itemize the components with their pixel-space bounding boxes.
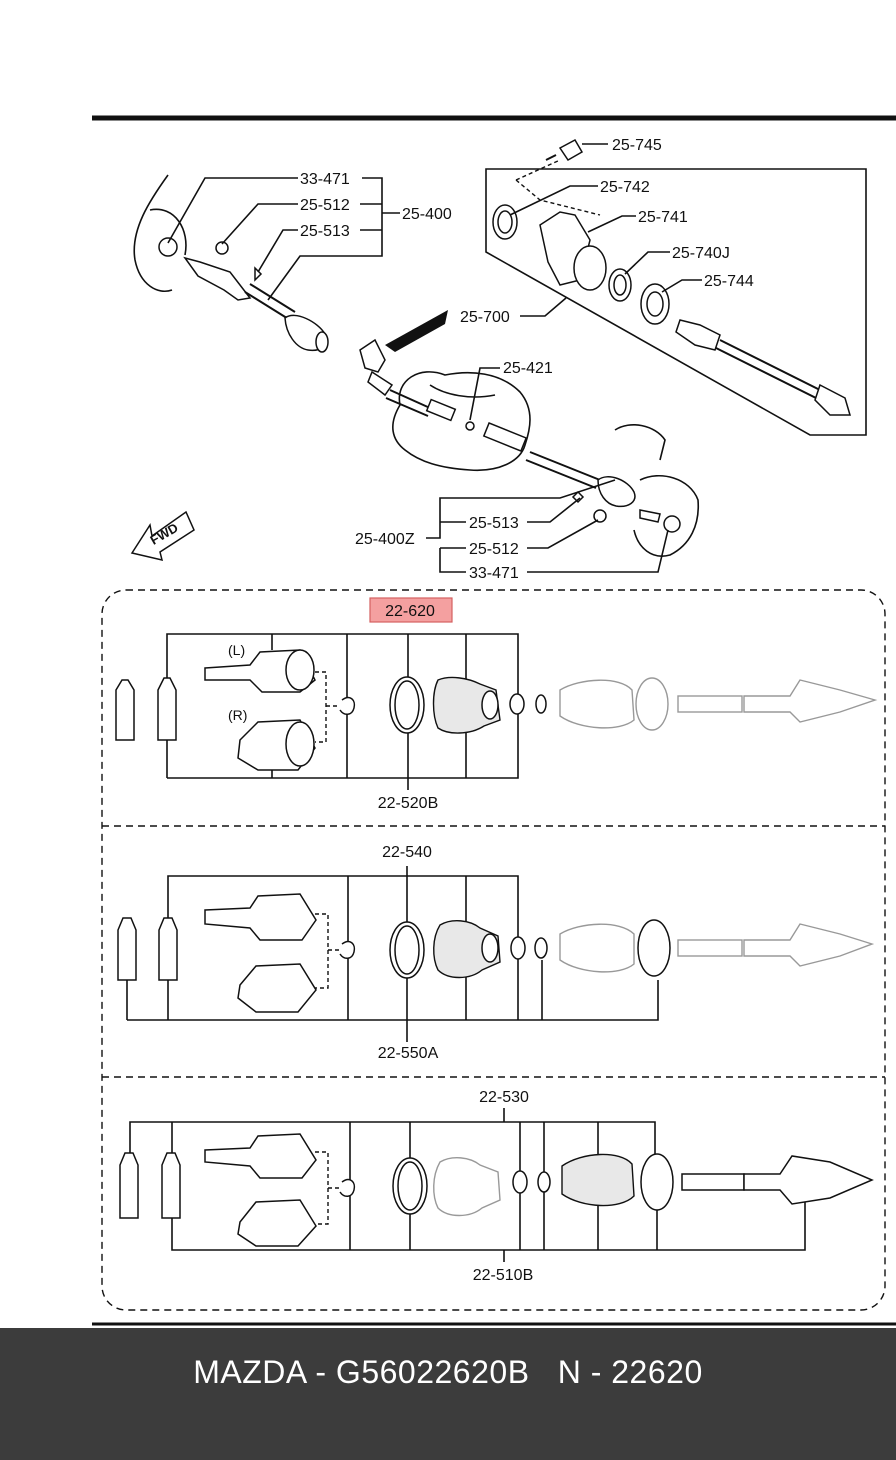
kit-panel-frame — [101, 589, 886, 1311]
label-25-740j: 25-740J — [672, 245, 730, 262]
label-25-400z: 25-400Z — [355, 531, 415, 548]
kit1-bottom-label: 22-520B — [378, 795, 439, 812]
kit3-top-label: 22-530 — [479, 1089, 529, 1106]
kit-3 — [119, 1108, 874, 1262]
kit3-bottom-label: 22-510B — [473, 1267, 534, 1284]
overview-leaders — [167, 143, 702, 573]
label-25-512-bottom: 25-512 — [469, 541, 519, 558]
label-25-513-bottom: 25-513 — [469, 515, 519, 532]
label-25-421: 25-421 — [503, 360, 553, 377]
kit1-left-mark: (L) — [228, 642, 245, 658]
kit2-bottom-label: 22-550A — [378, 1045, 439, 1062]
label-25-745: 25-745 — [612, 137, 662, 154]
part-highlight — [369, 597, 453, 623]
label-25-741: 25-741 — [638, 209, 688, 226]
kit2-top-label: 22-540 — [382, 844, 432, 861]
kit-1 — [115, 633, 878, 790]
parts-diagram: 33-471 25-512 25-513 25-400 25-745 25-74… — [92, 115, 896, 1326]
label-25-742: 25-742 — [600, 179, 650, 196]
label-25-700: 25-700 — [460, 309, 510, 326]
label-25-400: 25-400 — [402, 206, 452, 223]
kit-2 — [117, 866, 875, 1042]
label-25-513-top: 25-513 — [300, 223, 350, 240]
kit1-top-label: 22-620 — [385, 603, 435, 620]
label-25-744: 25-744 — [704, 273, 754, 290]
kit1-right-mark: (R) — [228, 707, 247, 723]
overview-illustration — [130, 138, 867, 562]
caption-bar: MAZDA - G56022620B N - 22620 — [0, 1328, 896, 1460]
part-number-caption: MAZDA - G56022620B N - 22620 — [193, 1354, 703, 1390]
label-33-471-top: 33-471 — [300, 171, 350, 188]
label-33-471-bottom: 33-471 — [469, 565, 519, 582]
label-25-512-top: 25-512 — [300, 197, 350, 214]
